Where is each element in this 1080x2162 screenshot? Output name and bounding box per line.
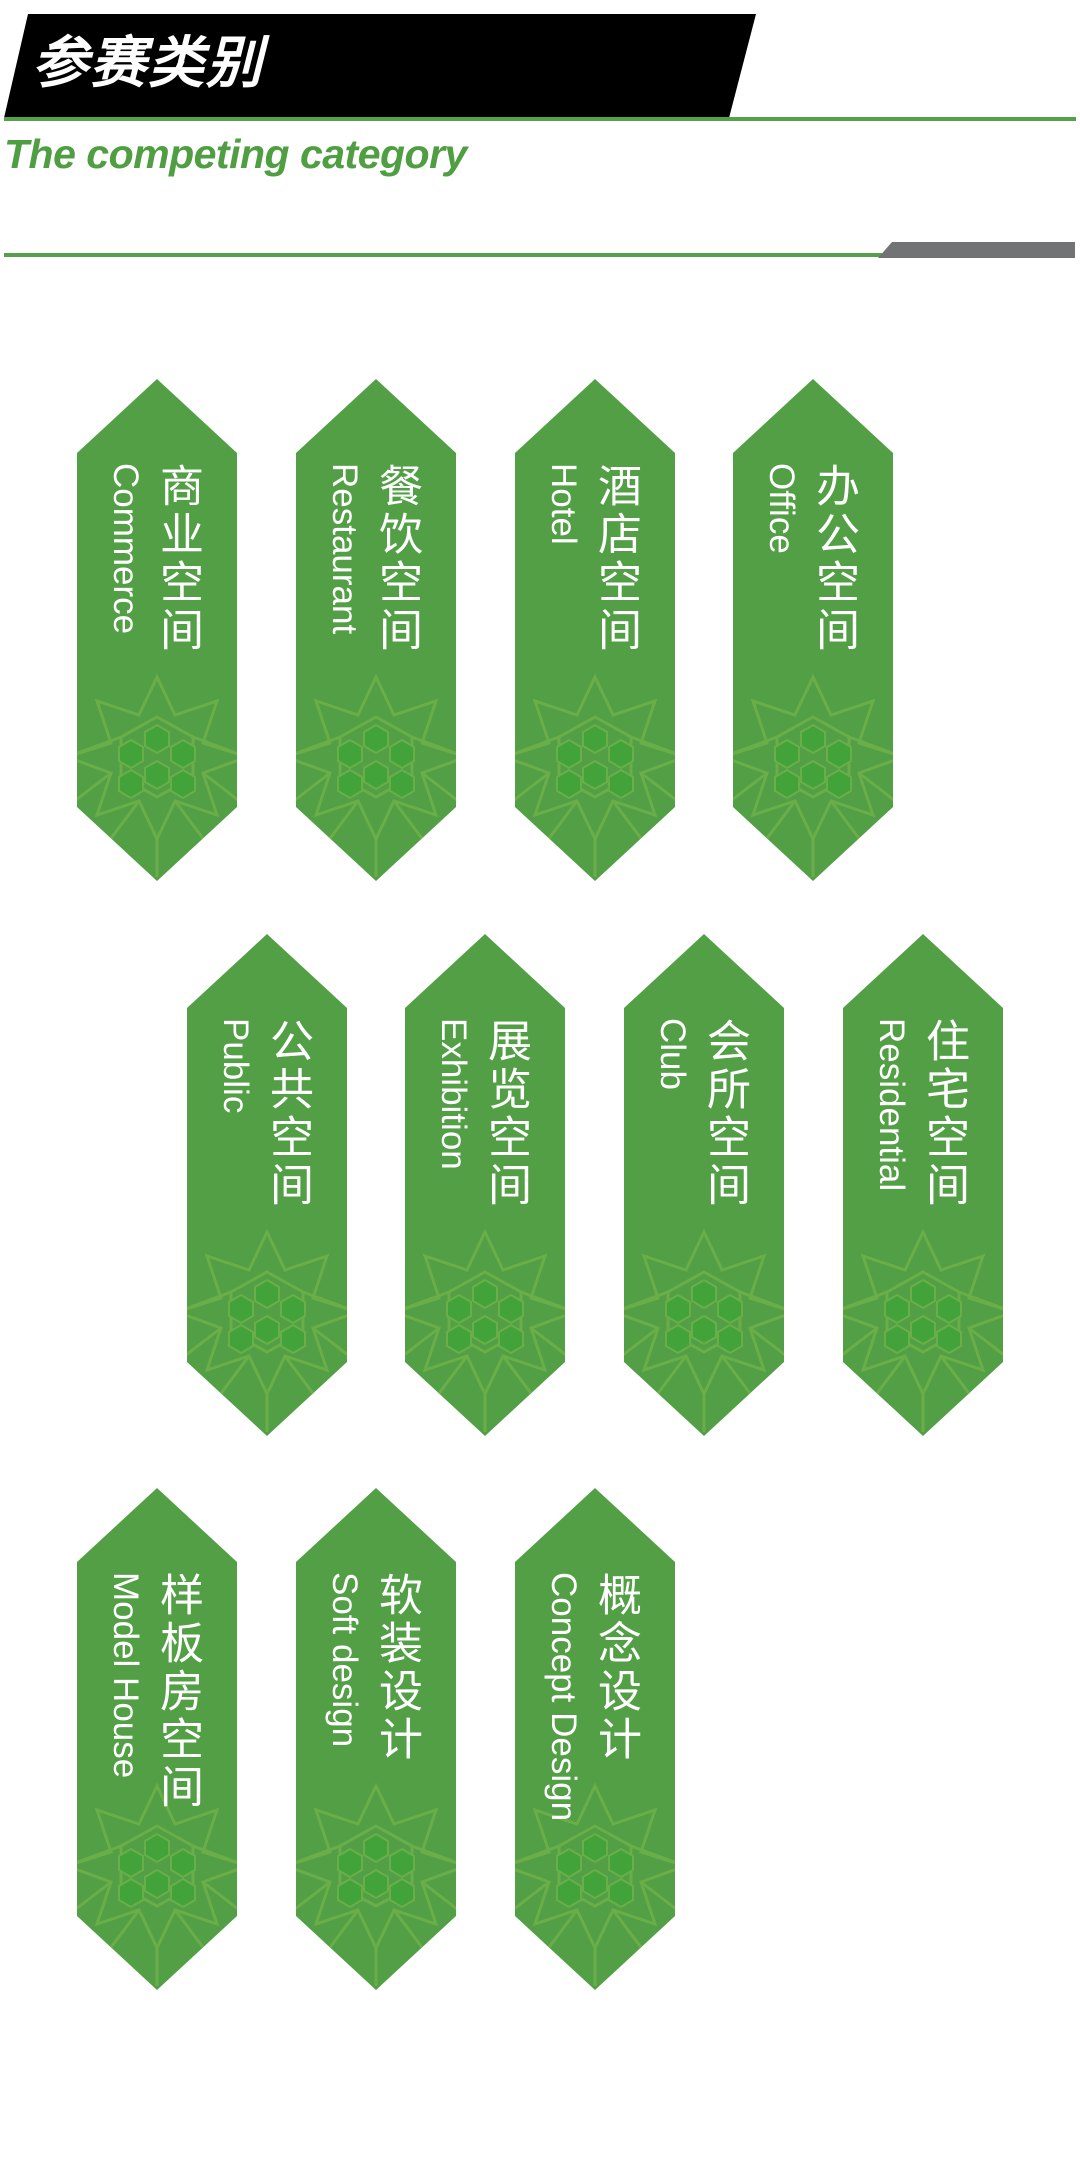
category-tile-club[interactable]: 会所空间 Club [624, 934, 784, 1436]
category-tile-hotel[interactable]: 酒店空间 Hotel [515, 379, 675, 881]
category-label-en: Commerce [106, 463, 145, 635]
tile-pattern-icon [296, 379, 456, 881]
category-label-zh: 酒店空间 [590, 463, 641, 655]
tile-pattern-icon [515, 379, 675, 881]
tile-pattern-icon [187, 934, 347, 1436]
category-tile-commerce[interactable]: 商业空间 Commerce [77, 379, 237, 881]
tile-pattern-icon [515, 1488, 675, 1990]
tile-pattern-icon [77, 379, 237, 881]
category-label-zh: 公共空间 [262, 1018, 313, 1210]
category-label-en: Residential [872, 1018, 911, 1192]
category-label-zh: 办公空间 [808, 463, 859, 655]
category-label-en: Hotel [544, 463, 583, 545]
category-label-zh: 住宅空间 [918, 1018, 969, 1210]
title-banner [4, 14, 756, 118]
category-tile-soft-design[interactable]: 软装设计 Soft design [296, 1488, 456, 1990]
category-tile-model-house[interactable]: 样板房空间 Model House [77, 1488, 237, 1990]
category-tile-office[interactable]: 办公空间 Office [733, 379, 893, 881]
divider-bottom [4, 253, 882, 257]
category-tile-restaurant[interactable]: 餐饮空间 Restaurant [296, 379, 456, 881]
page-title: 参赛类别 [32, 31, 264, 96]
category-label-zh: 会所空间 [699, 1018, 750, 1210]
divider-top [4, 117, 1076, 121]
category-label-zh: 展览空间 [480, 1018, 531, 1210]
category-label-zh: 商业空间 [152, 463, 203, 655]
tile-pattern-icon [405, 934, 565, 1436]
category-tile-residential[interactable]: 住宅空间 Residential [843, 934, 1003, 1436]
category-label-en: Office [762, 463, 801, 554]
page-subtitle: The competing category [4, 131, 467, 177]
category-tile-exhibition[interactable]: 展览空间 Exhibition [405, 934, 565, 1436]
tile-pattern-icon [624, 934, 784, 1436]
tile-pattern-icon [733, 379, 893, 881]
tile-pattern-icon [296, 1488, 456, 1990]
category-label-en: Club [653, 1018, 692, 1090]
category-label-zh: 餐饮空间 [371, 463, 422, 655]
tile-pattern-icon [77, 1488, 237, 1990]
category-label-zh: 概念设计 [590, 1572, 641, 1764]
category-tile-public[interactable]: 公共空间 Public [187, 934, 347, 1436]
category-label-en: Public [216, 1018, 255, 1114]
category-label-en: Model House [106, 1572, 145, 1779]
category-label-en: Concept Design [544, 1572, 583, 1822]
category-label-zh: 软装设计 [371, 1572, 422, 1764]
category-label-en: Soft design [325, 1572, 364, 1748]
category-label-en: Restaurant [325, 463, 364, 635]
tile-pattern-icon [843, 934, 1003, 1436]
category-label-zh: 样板房空间 [152, 1572, 203, 1812]
category-tile-concept-design[interactable]: 概念设计 Concept Design [515, 1488, 675, 1990]
category-label-en: Exhibition [434, 1018, 473, 1170]
gray-accent-tab [878, 242, 1075, 258]
